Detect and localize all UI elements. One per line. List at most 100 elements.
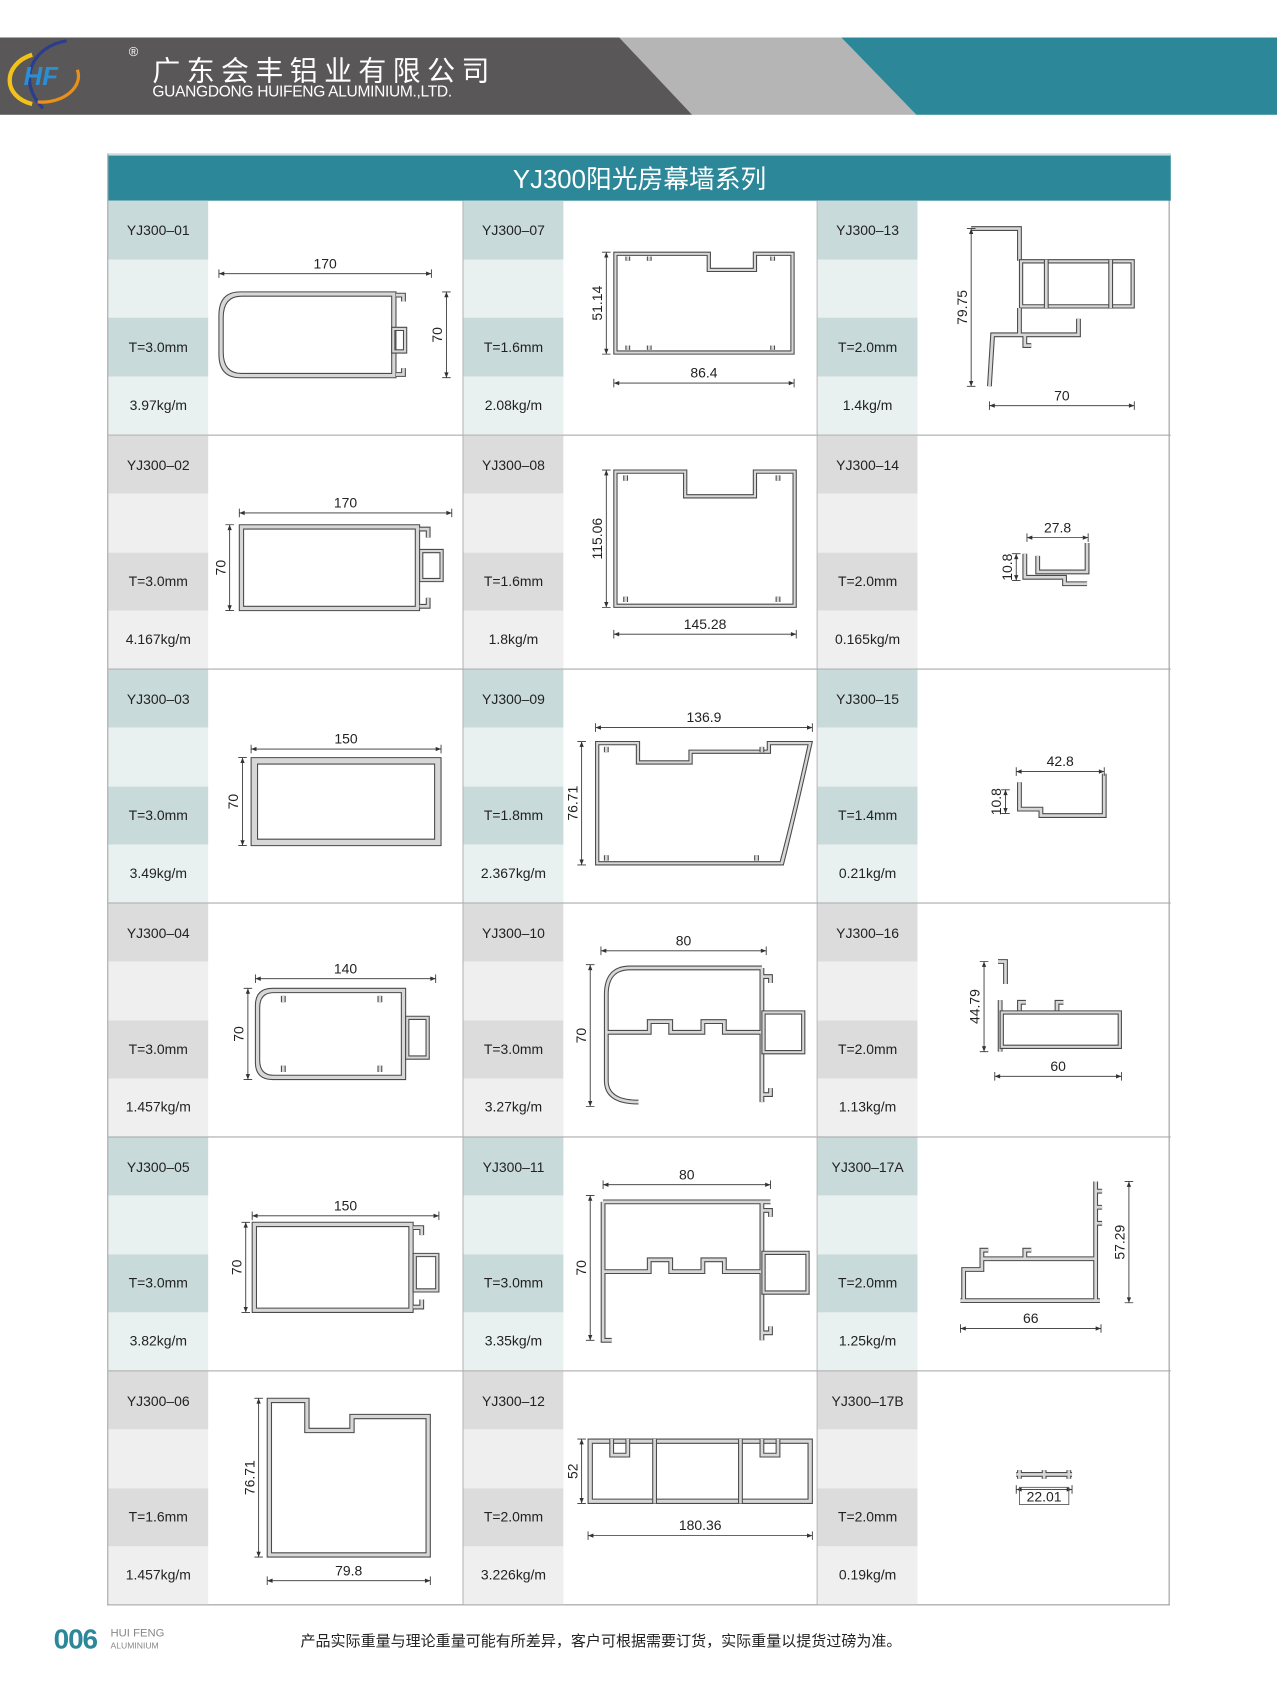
profile-wall <box>1044 259 1113 308</box>
dimension-label: 140 <box>334 960 358 976</box>
dimension-label: 10.8 <box>988 788 1004 815</box>
dimension-label: 170 <box>334 495 358 511</box>
spacer-band <box>108 961 209 1020</box>
spacer-band <box>817 1195 918 1254</box>
dimension-line: 70 <box>228 1221 251 1313</box>
dimension-label: 79.75 <box>954 290 970 325</box>
dimension-label: 76.71 <box>564 786 580 821</box>
profile-drawing: 140 70 <box>231 960 437 1081</box>
profile-section <box>613 469 797 608</box>
dimension-line: 140 <box>254 960 437 983</box>
profile-code: YJ300–07 <box>463 200 564 260</box>
dimension-label: 60 <box>1050 1058 1066 1074</box>
dimension-line: 10.8 <box>999 553 1021 581</box>
profile-section <box>405 1015 430 1060</box>
profile-section <box>761 1250 810 1295</box>
dimension-label: 150 <box>334 1197 358 1213</box>
dimension-line: 170 <box>218 255 432 278</box>
unit-weight: 3.27kg/m <box>463 1078 564 1137</box>
profile-wall-outline <box>1043 259 1114 308</box>
profile-code: YJ300–16 <box>817 903 918 962</box>
profile-wall <box>971 227 1021 261</box>
page-number: 006 <box>53 1622 98 1655</box>
profile-wall <box>1023 542 1089 586</box>
profile-section <box>999 1010 1122 1049</box>
profile-section <box>218 291 397 379</box>
dimension-label: 51.14 <box>589 285 605 320</box>
profile-wall-outline <box>603 965 773 1105</box>
dimension-label: 22.01 <box>1027 1488 1062 1504</box>
spacer-band <box>817 493 918 553</box>
dimension-line: 70 <box>231 987 253 1080</box>
profile-wall-outline <box>997 959 1064 1052</box>
profile-drawing: 51.14 86.4 <box>589 251 795 388</box>
dimension-line: 22.01 <box>1015 1485 1073 1505</box>
wall-thickness: T=3.0mm <box>463 1253 564 1313</box>
unit-weight: 2.367kg/m <box>463 844 564 903</box>
profile-wall-outline <box>609 1439 781 1504</box>
dimension-label: 57.29 <box>1112 1224 1128 1259</box>
wall-thickness: T=3.0mm <box>108 786 209 845</box>
dimension-label: 86.4 <box>690 365 717 381</box>
unit-weight: 3.82kg/m <box>108 1312 209 1371</box>
profile-drawing: 27.810.8 <box>999 519 1090 587</box>
profile-code: YJ300–12 <box>463 1371 564 1430</box>
profile-wall-outline <box>395 292 406 377</box>
profile-drawing: 170 70 <box>218 255 451 379</box>
spacer-band <box>817 259 918 318</box>
wall-thickness: T=2.0mm <box>817 317 918 377</box>
spacer-band <box>817 727 918 787</box>
spacer-band <box>108 727 209 787</box>
profile-code: YJ300–13 <box>817 200 918 260</box>
dimension-line: 66 <box>960 1310 1102 1333</box>
dimension-label: 70 <box>573 1260 589 1276</box>
dimension-line: 180.36 <box>587 1517 813 1540</box>
dimension-line: 60 <box>994 1058 1122 1081</box>
unit-weight: 1.25kg/m <box>817 1312 918 1371</box>
profile-section <box>613 251 795 355</box>
profile-section <box>250 757 442 847</box>
profile-wall <box>610 1439 780 1504</box>
dimension-line: 70 <box>988 387 1135 410</box>
dimension-label: 70 <box>1054 387 1070 403</box>
spacer-band <box>463 1195 564 1254</box>
profile-drawing: 22.01 <box>1015 1470 1073 1505</box>
dimension-label: 150 <box>334 731 358 747</box>
profile-section <box>412 1252 440 1293</box>
dimension-line: 136.9 <box>595 709 813 732</box>
dimension-line: 150 <box>250 731 442 754</box>
profile-section <box>595 740 814 866</box>
registered-mark: ® <box>128 43 139 60</box>
unit-weight: 1.4kg/m <box>817 376 918 435</box>
header-banner: HF ® 广东会丰铝业有限公司 GUANGDONG HUIFENG ALUMIN… <box>0 37 1277 115</box>
dimension-line: 79.75 <box>954 228 976 387</box>
spacer-band <box>108 493 209 553</box>
profile-drawing: 136.9 76.71 <box>564 709 814 866</box>
dimension-line: 79.8 <box>266 1562 431 1585</box>
profile-code: YJ300–10 <box>463 903 564 962</box>
dimension-label: 10.8 <box>999 553 1015 580</box>
dimension-label: 180.36 <box>679 1517 722 1533</box>
profile-wall <box>419 527 430 608</box>
dimension-label: 170 <box>314 255 338 271</box>
dimension-label: 70 <box>429 327 445 343</box>
profile-code: YJ300–06 <box>108 1371 209 1430</box>
profile-wall-outline <box>986 307 1081 387</box>
profile-section <box>251 1221 414 1313</box>
